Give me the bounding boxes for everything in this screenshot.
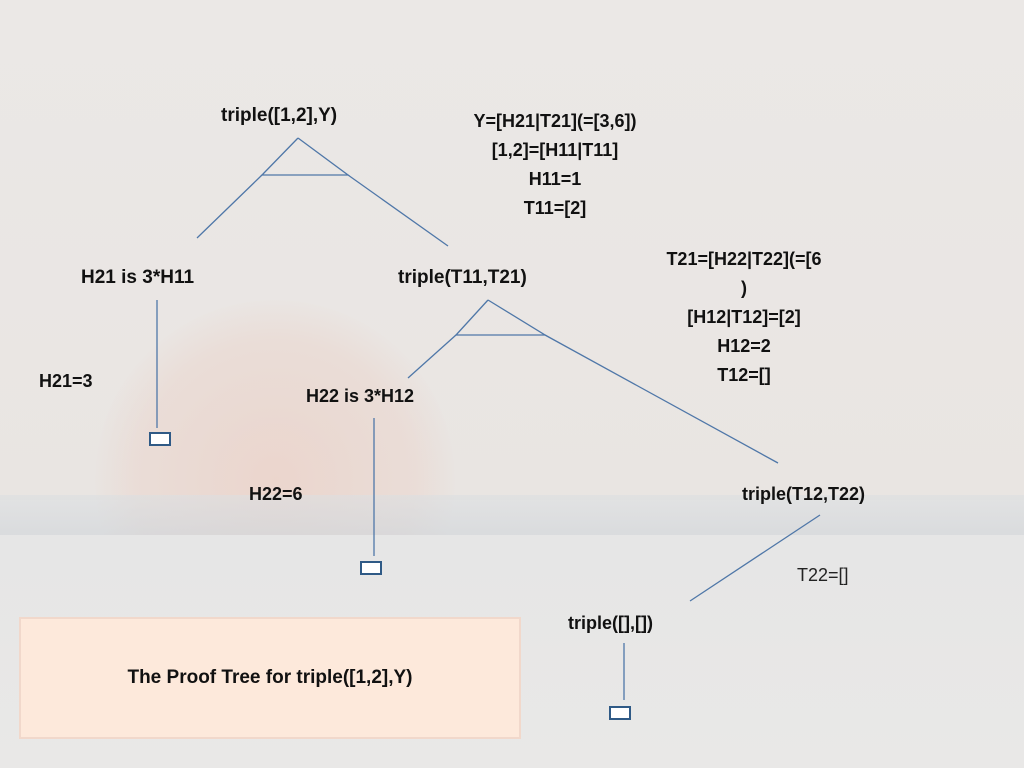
- node-h21-goal: H21 is 3*H11: [81, 267, 195, 288]
- success-leaf-box: [609, 706, 631, 720]
- caption-box: The Proof Tree for triple([1,2],Y): [19, 617, 521, 739]
- caption-text: The Proof Tree for triple([1,2],Y): [127, 667, 413, 688]
- success-leaf-box: [360, 561, 382, 575]
- binding-line: Y=[H21|T21](=[3,6]): [473, 111, 637, 131]
- node-triple-empty: triple([],[]): [568, 613, 653, 633]
- node-h22-goal: H22 is 3*H12: [306, 386, 415, 406]
- binding-line: H12=2: [717, 336, 771, 356]
- binding-h21: H21=3: [39, 371, 93, 391]
- binding-h22: H22=6: [249, 484, 303, 504]
- node-root: triple([1,2],Y): [221, 105, 338, 126]
- binding-line: [H12|T12]=[2]: [687, 307, 801, 327]
- binding-line: ): [741, 278, 747, 298]
- t11-bindings: T21=[H22|T22](=[6 ) [H12|T12]=[2] H12=2 …: [629, 245, 859, 390]
- binding-line: T21=[H22|T22](=[6: [666, 249, 822, 269]
- edge-root-to-h21: [196, 174, 263, 239]
- binding-line: [1,2]=[H11|T11]: [491, 140, 619, 160]
- binding-line: T11=[2]: [523, 198, 587, 218]
- background-horizon: [0, 495, 1024, 535]
- edge-t11-to-h22: [407, 334, 457, 379]
- edge-t11-to-triple-t12: [544, 334, 779, 464]
- root-and-arc: [260, 137, 350, 176]
- edge-root-to-triple-t11: [347, 174, 449, 247]
- binding-line: T12=[]: [717, 365, 771, 385]
- t11-and-arc: [454, 299, 548, 336]
- binding-line: H11=1: [528, 169, 582, 189]
- node-triple-t11: triple(T11,T21): [398, 267, 527, 288]
- node-triple-t12: triple(T12,T22): [742, 484, 866, 504]
- binding-t22: T22=[]: [797, 565, 849, 585]
- edge-t12-to-empty: [689, 514, 821, 602]
- success-leaf-box: [149, 432, 171, 446]
- root-bindings: Y=[H21|T21](=[3,6]) [1,2]=[H11|T11] H11=…: [436, 107, 674, 223]
